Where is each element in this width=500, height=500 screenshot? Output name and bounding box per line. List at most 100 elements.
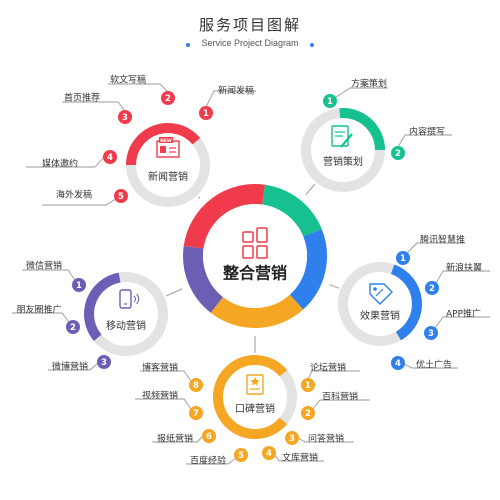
- number-badge-word: [189, 378, 203, 392]
- center-disc: [203, 204, 307, 308]
- number-badge-text: 1: [76, 281, 82, 291]
- leader-line-effect: [403, 363, 458, 369]
- number-badge-text: 4: [266, 449, 272, 459]
- leader-line-word: [312, 399, 370, 410]
- leader-line-word: [140, 370, 192, 382]
- item-label-effect: 新浪扶翼: [446, 262, 482, 274]
- item-label-word: 论坛营销: [310, 362, 346, 374]
- number-badge-news: [118, 110, 132, 124]
- item-label-mobile: 微博营销: [52, 361, 88, 373]
- number-badge-effect: [391, 356, 405, 370]
- number-badge-text: 5: [238, 451, 244, 461]
- subtitle-dot-left: [186, 43, 190, 47]
- number-badge-news: [199, 106, 213, 120]
- number-badge-text: 2: [395, 149, 401, 159]
- number-badge-plan: [391, 146, 405, 160]
- center-ring-word: [210, 294, 304, 328]
- number-badge-text: 2: [70, 323, 76, 333]
- number-badge-news: [114, 189, 128, 203]
- leader-line-word: [297, 437, 354, 443]
- document-edit-icon: [331, 125, 353, 148]
- leader-line-word: [152, 435, 204, 443]
- hub-arc-effect: [390, 264, 422, 341]
- leader-line-mobile: [22, 269, 76, 281]
- number-badge-word: [202, 429, 216, 443]
- leader-line-mobile: [48, 362, 99, 371]
- leader-line-news: [26, 156, 105, 168]
- number-badge-news: [161, 91, 175, 105]
- mobile-phone-icon: [119, 289, 140, 309]
- award-document-icon: [246, 374, 264, 395]
- number-badge-text: 4: [395, 359, 401, 369]
- center-ring-effect: [289, 229, 327, 310]
- item-label-plan: 内容撰写: [409, 126, 445, 138]
- hub-arc-word: [213, 355, 288, 439]
- newspaper-icon: NEW: [156, 137, 180, 158]
- hub-arc-mobile: [84, 272, 121, 341]
- grid-icon: [242, 227, 268, 259]
- number-badge-text: 3: [101, 358, 107, 368]
- leader-line-word: [135, 398, 192, 410]
- number-badge-text: 2: [165, 94, 171, 104]
- leader-line-word: [186, 457, 237, 465]
- item-label-word: 百度经验: [190, 455, 226, 467]
- hub-label-word: 口碑营销: [235, 402, 275, 415]
- number-badge-text: 7: [193, 409, 199, 419]
- number-badge-news: [103, 150, 117, 164]
- hub-disc-word: [226, 368, 284, 426]
- center-label: 整合营销: [222, 264, 287, 283]
- hub-disc-news: [139, 136, 197, 194]
- number-badge-text: 1: [400, 254, 406, 264]
- number-badge-mobile: [66, 320, 80, 334]
- number-badge-text: 3: [289, 434, 295, 444]
- hub-arc-plan: [339, 108, 385, 151]
- number-badge-text: 8: [193, 381, 199, 391]
- hub-label-mobile: 移动营销: [106, 319, 146, 332]
- news-badge: NEW: [160, 138, 172, 144]
- item-label-effect: 优土广告: [416, 359, 452, 371]
- number-badge-plan: [323, 94, 337, 108]
- number-badge-text: 5: [118, 192, 124, 202]
- number-badge-text: 2: [429, 284, 435, 294]
- leader-line-effect: [434, 316, 490, 329]
- number-badge-text: 6: [206, 432, 212, 442]
- item-label-effect: 腾讯智慧推: [420, 234, 465, 246]
- item-label-word: 报纸营销: [157, 433, 193, 445]
- hub-label-effect: 效果营销: [360, 309, 400, 322]
- hub-arc-news: [126, 123, 201, 166]
- diagram-title: 服务项目图解: [198, 16, 301, 34]
- center-ring-plan: [261, 184, 322, 237]
- diagram-subtitle: Service Project Diagram: [201, 38, 299, 48]
- item-label-word: 百科营销: [322, 391, 358, 403]
- leader-line-mobile: [12, 312, 70, 323]
- number-badge-word: [262, 446, 276, 460]
- leader-line-news: [42, 198, 117, 206]
- number-badge-effect: [424, 326, 438, 340]
- tag-icon: [369, 283, 393, 305]
- hub-disc-plan: [314, 121, 372, 179]
- item-label-word: 问答营销: [308, 433, 344, 445]
- number-badge-text: 3: [428, 329, 434, 339]
- number-badge-text: 1: [203, 109, 209, 119]
- leader-line-word: [307, 370, 360, 380]
- item-label-news: 媒体邀约: [42, 158, 78, 170]
- item-label-effect: APP推广: [446, 308, 481, 320]
- item-label-mobile: 微信营销: [26, 260, 62, 272]
- hub-label-plan: 营销策划: [323, 155, 363, 168]
- item-label-word: 视频营销: [142, 390, 178, 402]
- item-label-word: 博客营销: [142, 362, 178, 374]
- leader-line-effect: [435, 270, 490, 284]
- number-badge-mobile: [97, 355, 111, 369]
- leader-line-news: [62, 101, 126, 112]
- number-badge-word: [301, 378, 315, 392]
- number-badge-effect: [425, 281, 439, 295]
- leader-line-effect: [406, 242, 465, 254]
- hub-label-news: 新闻营销: [148, 170, 188, 183]
- number-badge-word: [301, 406, 315, 420]
- center-ring-mobile: [183, 245, 224, 313]
- number-badge-effect: [396, 251, 410, 265]
- leader-line-news: [205, 90, 256, 108]
- leader-line-word: [274, 454, 324, 462]
- item-label-news: 海外发稿: [56, 189, 92, 201]
